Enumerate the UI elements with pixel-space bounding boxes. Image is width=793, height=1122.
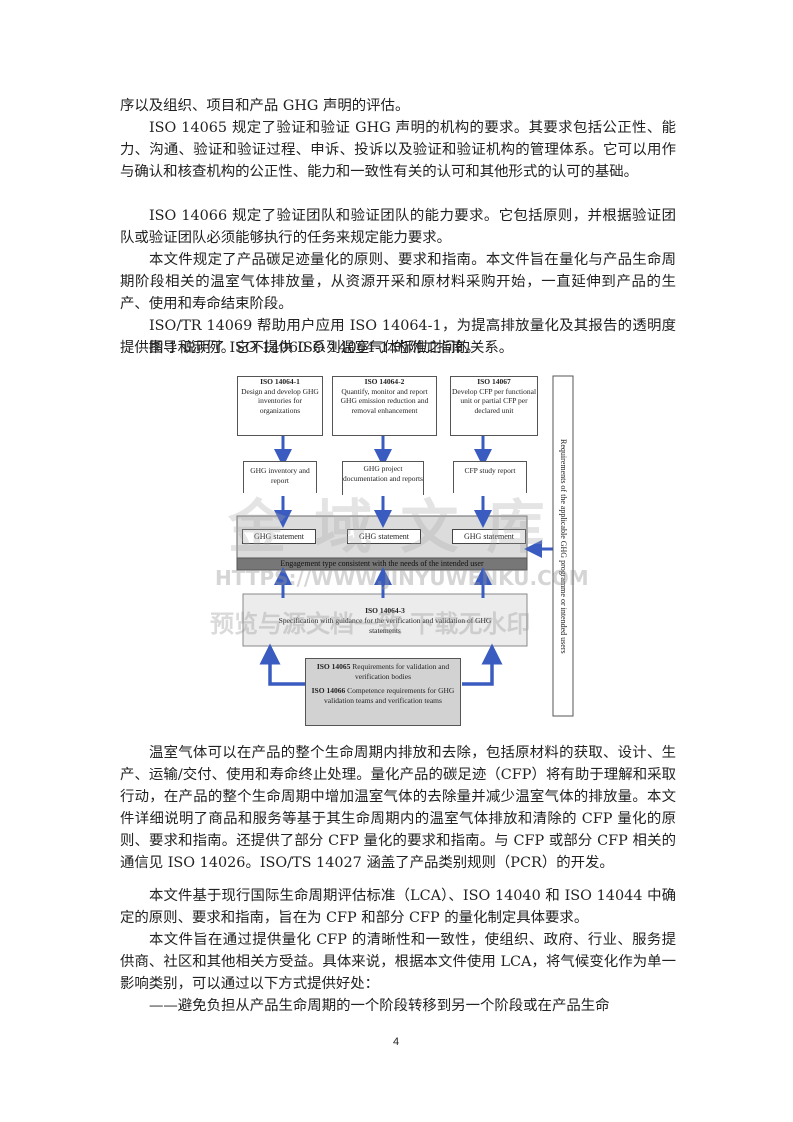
- paragraph-10: ——避免负担从产品生命周期的一个阶段转移到另一个阶段或在产品生命: [149, 998, 610, 1014]
- paragraph-8: 本文件基于现行国际生命周期评估标准（LCA）、ISO 14040 和 ISO 1…: [120, 888, 676, 926]
- iso-14064-1-box: ISO 14064-1 Design and develop GHG inven…: [237, 376, 323, 436]
- iso-14064-2-title: ISO 14064-2: [364, 377, 405, 386]
- paragraph-4: 本文件规定了产品碳足迹量化的原则、要求和指南。本文件旨在量化与产品生命周期阶段相…: [120, 252, 676, 312]
- iso-14064-3-box: ISO 14064-3 Specification with guidance …: [250, 606, 520, 636]
- iso-14067-box: ISO 14067 Develop CFP per functional uni…: [450, 376, 538, 436]
- paragraph-7: 温室气体可以在产品的整个生命周期内排放和去除，包括原材料的获取、设计、生产、运输…: [120, 745, 676, 871]
- paragraph-2: ISO 14065 规定了验证和验证 GHG 声明的机构的要求。其要求包括公正性…: [120, 120, 676, 180]
- iso-14064-2-box: ISO 14064-2 Quantify, monitor and report…: [332, 376, 437, 436]
- iso-14064-3-text: Specification with guidance for the veri…: [278, 616, 492, 635]
- iso-14066-text: ISO 14066 Competence requirements for GH…: [306, 686, 460, 705]
- iso-14064-1-title: ISO 14064-1: [260, 377, 300, 386]
- iso-14066-desc: Competence requirements for GHG validati…: [324, 686, 455, 705]
- paragraph-6: 图 1 说明了 ISO 14060 系列温室气体标准之间的关系。: [149, 340, 514, 356]
- page-number: 4: [392, 1036, 400, 1048]
- figure-connectors: [236, 375, 574, 717]
- figure-1: ISO 14064-1 Design and develop GHG inven…: [230, 366, 590, 734]
- iso-14066-title: ISO 14066: [311, 686, 346, 695]
- ghg-statement-2: GHG statement: [347, 529, 421, 544]
- iso-14064-2-text: Quantify, monitor and report GHG emissio…: [340, 386, 429, 415]
- paragraph-3: ISO 14066 规定了验证团队和验证团队的能力要求。它包括原则，并根据验证团…: [120, 208, 676, 246]
- iso-14067-text: Develop CFP per functional unit or parti…: [451, 386, 537, 415]
- iso-14065-text: ISO 14065 Requirements for validation an…: [306, 662, 460, 681]
- paragraph-9: 本文件旨在通过提供量化 CFP 的清晰性和一致性，使组织、政府、行业、服务提供商…: [120, 932, 676, 992]
- ghg-statement-1: GHG statement: [242, 529, 316, 544]
- iso-14065-14066-box: ISO 14065 Requirements for validation an…: [305, 658, 461, 726]
- doc-ghg-inventory: GHG inventory and report: [243, 461, 317, 493]
- iso-14064-1-text: Design and develop GHG inventories for o…: [241, 386, 319, 415]
- doc-ghg-project: GHG project documentation and reports: [342, 461, 424, 495]
- ghg-statement-3: GHG statement: [452, 529, 526, 544]
- engagement-type-label: Engagement type consistent with the need…: [280, 559, 484, 568]
- iso-14064-3-title: ISO 14064-3: [365, 606, 405, 615]
- iso-14067-title: ISO 14067: [477, 377, 511, 386]
- paragraph-1: 序以及组织、项目和产品 GHG 声明的评估。: [120, 98, 410, 114]
- paragraph-5: ISO/TR 14069 帮助用户应用 ISO 14064-1，为提高排放量化及…: [120, 318, 676, 356]
- doc-cfp-study: CFP study report: [453, 461, 527, 493]
- iso-14065-title: ISO 14065: [316, 662, 351, 671]
- iso-14065-desc: Requirements for validation and verifica…: [352, 662, 450, 681]
- side-requirements-text: Requirements of the applicable GHG progr…: [559, 438, 568, 654]
